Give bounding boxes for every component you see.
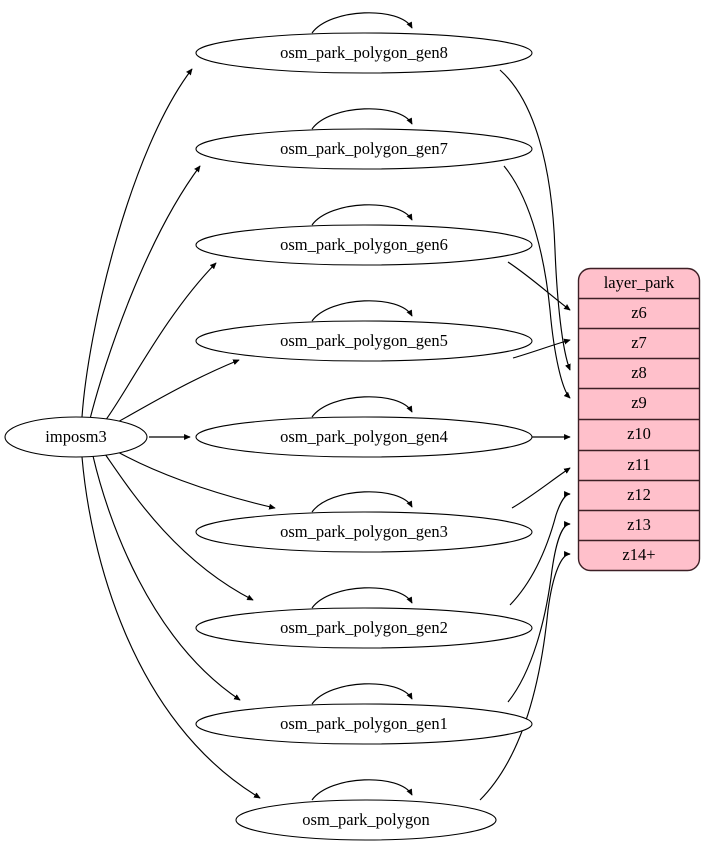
node-gen1[interactable]: osm_park_polygon_gen1 bbox=[195, 703, 533, 745]
edge-gen8-z8 bbox=[499, 69, 570, 370]
layer-row-z8[interactable]: z8 bbox=[631, 363, 647, 382]
node-gen7[interactable]: osm_park_polygon_gen7 bbox=[195, 128, 533, 170]
edges-tables-to-layer bbox=[479, 69, 570, 801]
node-gen6-label: osm_park_polygon_gen6 bbox=[280, 235, 448, 254]
edge-gen1-z13 bbox=[507, 524, 570, 703]
node-gen3[interactable]: osm_park_polygon_gen3 bbox=[195, 511, 533, 553]
edge-gen3-z11 bbox=[511, 467, 570, 509]
edge-gen6-z6 bbox=[507, 261, 570, 310]
node-gen2-shape[interactable] bbox=[195, 607, 533, 649]
self-loops bbox=[311, 12, 413, 801]
edge-gen2-z12 bbox=[509, 494, 570, 606]
edge-imposm3-gen3 bbox=[115, 450, 275, 508]
node-gen8[interactable]: osm_park_polygon_gen8 bbox=[195, 32, 533, 74]
node-gen5[interactable]: osm_park_polygon_gen5 bbox=[195, 320, 533, 362]
node-imposm3-label: imposm3 bbox=[45, 427, 106, 446]
node-gen3-shape[interactable] bbox=[195, 511, 533, 553]
self-loop-gen3 bbox=[311, 491, 413, 513]
layer-row-z10[interactable]: z10 bbox=[627, 424, 651, 443]
node-gen2[interactable]: osm_park_polygon_gen2 bbox=[195, 607, 533, 649]
self-loop-gen2 bbox=[311, 587, 413, 609]
node-gen3-label: osm_park_polygon_gen3 bbox=[280, 522, 448, 541]
node-gen8-label: osm_park_polygon_gen8 bbox=[280, 43, 448, 62]
node-gen1-label: osm_park_polygon_gen1 bbox=[280, 714, 448, 733]
edges-imposm3-to-tables bbox=[81, 69, 275, 799]
node-gen6-shape[interactable] bbox=[195, 224, 533, 266]
node-imposm3[interactable]: imposm3 bbox=[4, 416, 148, 458]
edge-imposm3-gen5 bbox=[113, 359, 239, 425]
layer-row-z14p[interactable]: z14+ bbox=[622, 545, 655, 564]
node-gen4[interactable]: osm_park_polygon_gen4 bbox=[195, 416, 533, 458]
node-gen8-shape[interactable] bbox=[195, 32, 533, 74]
layer-row-z12[interactable]: z12 bbox=[627, 485, 651, 504]
layer-row-z13[interactable]: z13 bbox=[627, 515, 651, 534]
node-base-shape[interactable] bbox=[235, 799, 497, 841]
self-loop-gen5 bbox=[311, 300, 413, 322]
layer-row-z6[interactable]: z6 bbox=[631, 303, 647, 322]
layer-row-z9[interactable]: z9 bbox=[631, 393, 647, 412]
node-gen7-shape[interactable] bbox=[195, 128, 533, 170]
node-gen5-label: osm_park_polygon_gen5 bbox=[280, 331, 448, 350]
edge-imposm3-base bbox=[81, 456, 260, 799]
node-gen2-label: osm_park_polygon_gen2 bbox=[280, 618, 448, 637]
layer-row-z7[interactable]: z7 bbox=[631, 333, 647, 352]
edge-imposm3-gen2 bbox=[104, 453, 253, 601]
self-loop-gen8 bbox=[311, 12, 413, 34]
node-base-label: osm_park_polygon bbox=[302, 810, 429, 829]
node-gen7-label: osm_park_polygon_gen7 bbox=[280, 139, 448, 158]
self-loop-gen7 bbox=[311, 108, 413, 130]
layer-park-table[interactable]: layer_park z6 z7 z8 z9 z10 z11 z12 z13 z… bbox=[577, 267, 701, 572]
node-base[interactable]: osm_park_polygon bbox=[235, 799, 497, 841]
node-gen1-shape[interactable] bbox=[195, 703, 533, 745]
node-gen4-shape[interactable] bbox=[195, 416, 533, 458]
edge-imposm3-gen7 bbox=[89, 166, 200, 420]
layer-park-header: layer_park bbox=[604, 273, 675, 292]
edge-imposm3-gen1 bbox=[92, 455, 240, 701]
self-loop-gen1 bbox=[311, 683, 413, 705]
edge-imposm3-gen6 bbox=[104, 263, 216, 422]
edge-imposm3-gen8 bbox=[81, 69, 192, 418]
node-gen5-shape[interactable] bbox=[195, 320, 533, 362]
node-gen4-label: osm_park_polygon_gen4 bbox=[280, 427, 448, 446]
node-gen6[interactable]: osm_park_polygon_gen6 bbox=[195, 224, 533, 266]
edge-base-z14p bbox=[479, 554, 570, 801]
layer-row-z11[interactable]: z11 bbox=[627, 455, 650, 474]
self-loop-base bbox=[311, 779, 413, 801]
self-loop-gen6 bbox=[311, 204, 413, 226]
edge-gen5-z7 bbox=[512, 340, 570, 359]
self-loop-gen4 bbox=[311, 396, 413, 418]
node-imposm3-shape[interactable] bbox=[4, 416, 148, 458]
edge-gen7-z9 bbox=[503, 165, 570, 398]
